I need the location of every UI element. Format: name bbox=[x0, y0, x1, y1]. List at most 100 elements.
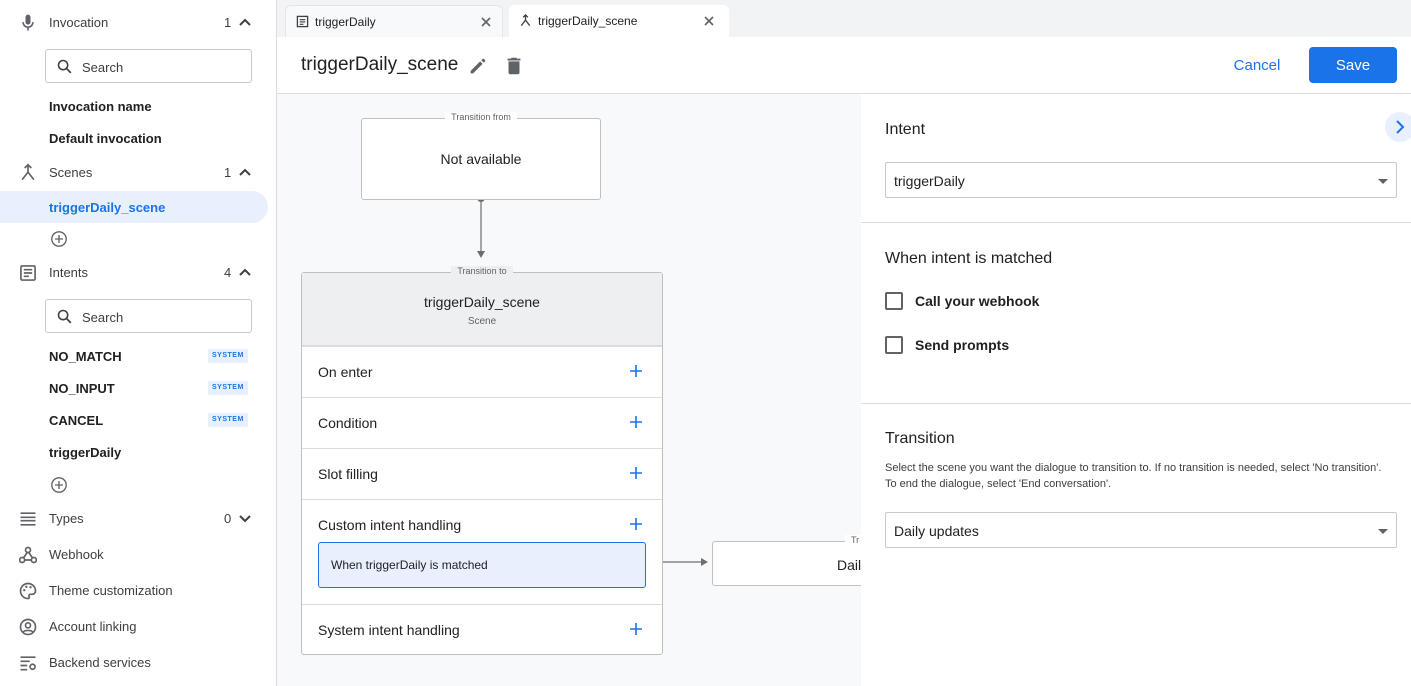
sidebar-item-no-match[interactable]: NO_MATCH SYSTEM bbox=[0, 340, 268, 372]
scene-node: Transition to triggerDaily_scene Scene O… bbox=[301, 266, 663, 655]
invocation-search bbox=[45, 49, 252, 83]
when-matched-title: When intent is matched bbox=[885, 250, 1053, 267]
add-icon[interactable] bbox=[629, 364, 643, 378]
intent-select[interactable]: triggerDaily bbox=[885, 162, 1397, 198]
row-custom-intent-handling[interactable]: Custom intent handling When triggerDaily… bbox=[302, 499, 662, 604]
sidebar-item-triggerdaily[interactable]: triggerDaily bbox=[0, 436, 268, 468]
chevron-right-icon bbox=[1396, 120, 1405, 134]
sidebar: Invocation 1 Invocation name Default inv… bbox=[0, 0, 277, 686]
scene-node-type: Scene bbox=[467, 316, 497, 327]
add-icon[interactable] bbox=[629, 622, 643, 636]
edit-pencil-icon[interactable] bbox=[467, 55, 489, 77]
sidebar-item-account-linking[interactable]: Account linking bbox=[0, 608, 277, 644]
intent-handler-triggerdaily[interactable]: When triggerDaily is matched bbox=[318, 542, 646, 588]
close-icon[interactable] bbox=[702, 14, 716, 28]
transition-title: Transition bbox=[885, 430, 955, 447]
sidebar-item-label: triggerDaily bbox=[49, 444, 122, 460]
tab-triggerdaily-scene[interactable]: triggerDaily_scene bbox=[509, 5, 729, 37]
chevron-down-icon bbox=[239, 515, 251, 523]
account-circle-icon bbox=[19, 618, 37, 636]
types-icon bbox=[20, 512, 36, 526]
sidebar-item-no-input[interactable]: NO_INPUT SYSTEM bbox=[0, 372, 268, 404]
system-badge: SYSTEM bbox=[208, 413, 248, 427]
intents-search bbox=[45, 299, 252, 333]
section-count: 1 bbox=[224, 164, 232, 180]
intents-search-input[interactable] bbox=[82, 307, 242, 327]
palette-icon bbox=[19, 582, 37, 600]
section-label: Account linking bbox=[49, 618, 137, 634]
save-button[interactable]: Save bbox=[1309, 47, 1397, 83]
row-system-intent-handling[interactable]: System intent handling bbox=[302, 604, 662, 654]
dropdown-arrow-icon bbox=[1378, 529, 1388, 534]
sidebar-item-default-invocation[interactable]: Default invocation bbox=[0, 122, 268, 154]
add-intent-icon[interactable] bbox=[50, 476, 68, 494]
node-caption: Tr bbox=[713, 535, 861, 545]
scene-icon bbox=[21, 163, 35, 181]
sidebar-section-scenes[interactable]: Scenes 1 bbox=[0, 154, 277, 190]
section-label: Invocation bbox=[49, 14, 109, 30]
intent-editor-panel: Intent triggerDaily When intent is match… bbox=[861, 94, 1411, 686]
send-prompts-checkbox[interactable]: Send prompts bbox=[885, 335, 1085, 355]
row-slot-filling[interactable]: Slot filling bbox=[302, 448, 662, 499]
checkbox-box[interactable] bbox=[885, 336, 903, 354]
sidebar-section-types[interactable]: Types 0 bbox=[0, 500, 277, 536]
cancel-button[interactable]: Cancel bbox=[1220, 47, 1294, 83]
sidebar-item-triggerdaily-scene[interactable]: triggerDaily_scene bbox=[0, 191, 268, 223]
scene-canvas[interactable]: Transition from Not available Transition… bbox=[277, 94, 861, 686]
row-label: On enter bbox=[318, 364, 373, 380]
transition-select[interactable]: Daily updates bbox=[885, 512, 1397, 548]
sidebar-item-label: NO_INPUT bbox=[49, 380, 115, 396]
section-label: Theme customization bbox=[49, 582, 173, 598]
sidebar-item-invocation-name[interactable]: Invocation name bbox=[0, 90, 268, 122]
transition-select-value: Daily updates bbox=[894, 523, 979, 539]
backend-services-icon bbox=[20, 656, 36, 671]
sidebar-item-backend-services[interactable]: Backend services bbox=[0, 644, 277, 680]
delete-icon[interactable] bbox=[503, 55, 525, 77]
system-badge: SYSTEM bbox=[208, 381, 248, 395]
row-on-enter[interactable]: On enter bbox=[302, 346, 662, 397]
collapse-panel-button[interactable] bbox=[1385, 112, 1411, 142]
sidebar-item-cancel[interactable]: CANCEL SYSTEM bbox=[0, 404, 268, 436]
scene-node-name: triggerDaily_scene bbox=[424, 294, 540, 310]
list-box-icon bbox=[20, 265, 36, 281]
system-badge: SYSTEM bbox=[208, 349, 248, 363]
sidebar-section-invocation[interactable]: Invocation 1 bbox=[0, 4, 277, 40]
add-icon[interactable] bbox=[629, 415, 643, 429]
chevron-up-icon bbox=[239, 268, 251, 276]
sidebar-item-theme-customization[interactable]: Theme customization bbox=[0, 572, 277, 608]
section-count: 1 bbox=[224, 14, 232, 30]
webhook-icon bbox=[18, 546, 38, 564]
scene-node-header[interactable]: Transition to triggerDaily_scene Scene bbox=[302, 266, 662, 346]
section-label: Webhook bbox=[49, 546, 104, 562]
caption-text: Transition to bbox=[451, 266, 513, 276]
close-icon[interactable] bbox=[479, 15, 493, 29]
sidebar-section-intents[interactable]: Intents 4 bbox=[0, 254, 277, 290]
page-title: triggerDaily_scene bbox=[301, 54, 459, 75]
transition-from-node[interactable]: Transition from Not available bbox=[361, 112, 601, 200]
checkbox-label: Send prompts bbox=[915, 337, 1010, 353]
add-scene-icon[interactable] bbox=[50, 230, 68, 248]
transition-from-value: Not available bbox=[440, 151, 522, 167]
caption-text: Transition from bbox=[445, 112, 517, 122]
section-count: 0 bbox=[224, 510, 232, 526]
document-icon bbox=[296, 15, 309, 28]
row-condition[interactable]: Condition bbox=[302, 397, 662, 448]
sidebar-item-webhook[interactable]: Webhook bbox=[0, 536, 277, 572]
add-icon[interactable] bbox=[629, 517, 643, 531]
search-icon bbox=[57, 59, 72, 74]
invocation-search-input[interactable] bbox=[82, 57, 242, 77]
call-webhook-checkbox[interactable]: Call your webhook bbox=[885, 291, 1085, 311]
sidebar-item-label: triggerDaily_scene bbox=[49, 199, 166, 215]
transition-target-node[interactable]: Tr Dail bbox=[712, 535, 861, 586]
tab-label: triggerDaily bbox=[315, 15, 376, 29]
checkbox-label: Call your webhook bbox=[915, 293, 1040, 309]
target-scene-name: Dail bbox=[837, 557, 861, 573]
add-icon[interactable] bbox=[629, 466, 643, 480]
transition-help-text: Select the scene you want the dialogue t… bbox=[885, 462, 1382, 490]
tab-triggerdaily[interactable]: triggerDaily bbox=[285, 5, 503, 37]
checkbox-box[interactable] bbox=[885, 292, 903, 310]
tab-label: triggerDaily_scene bbox=[538, 14, 638, 28]
section-count: 4 bbox=[224, 264, 232, 280]
section-label: Backend services bbox=[49, 654, 151, 670]
section-label: Types bbox=[49, 510, 84, 526]
